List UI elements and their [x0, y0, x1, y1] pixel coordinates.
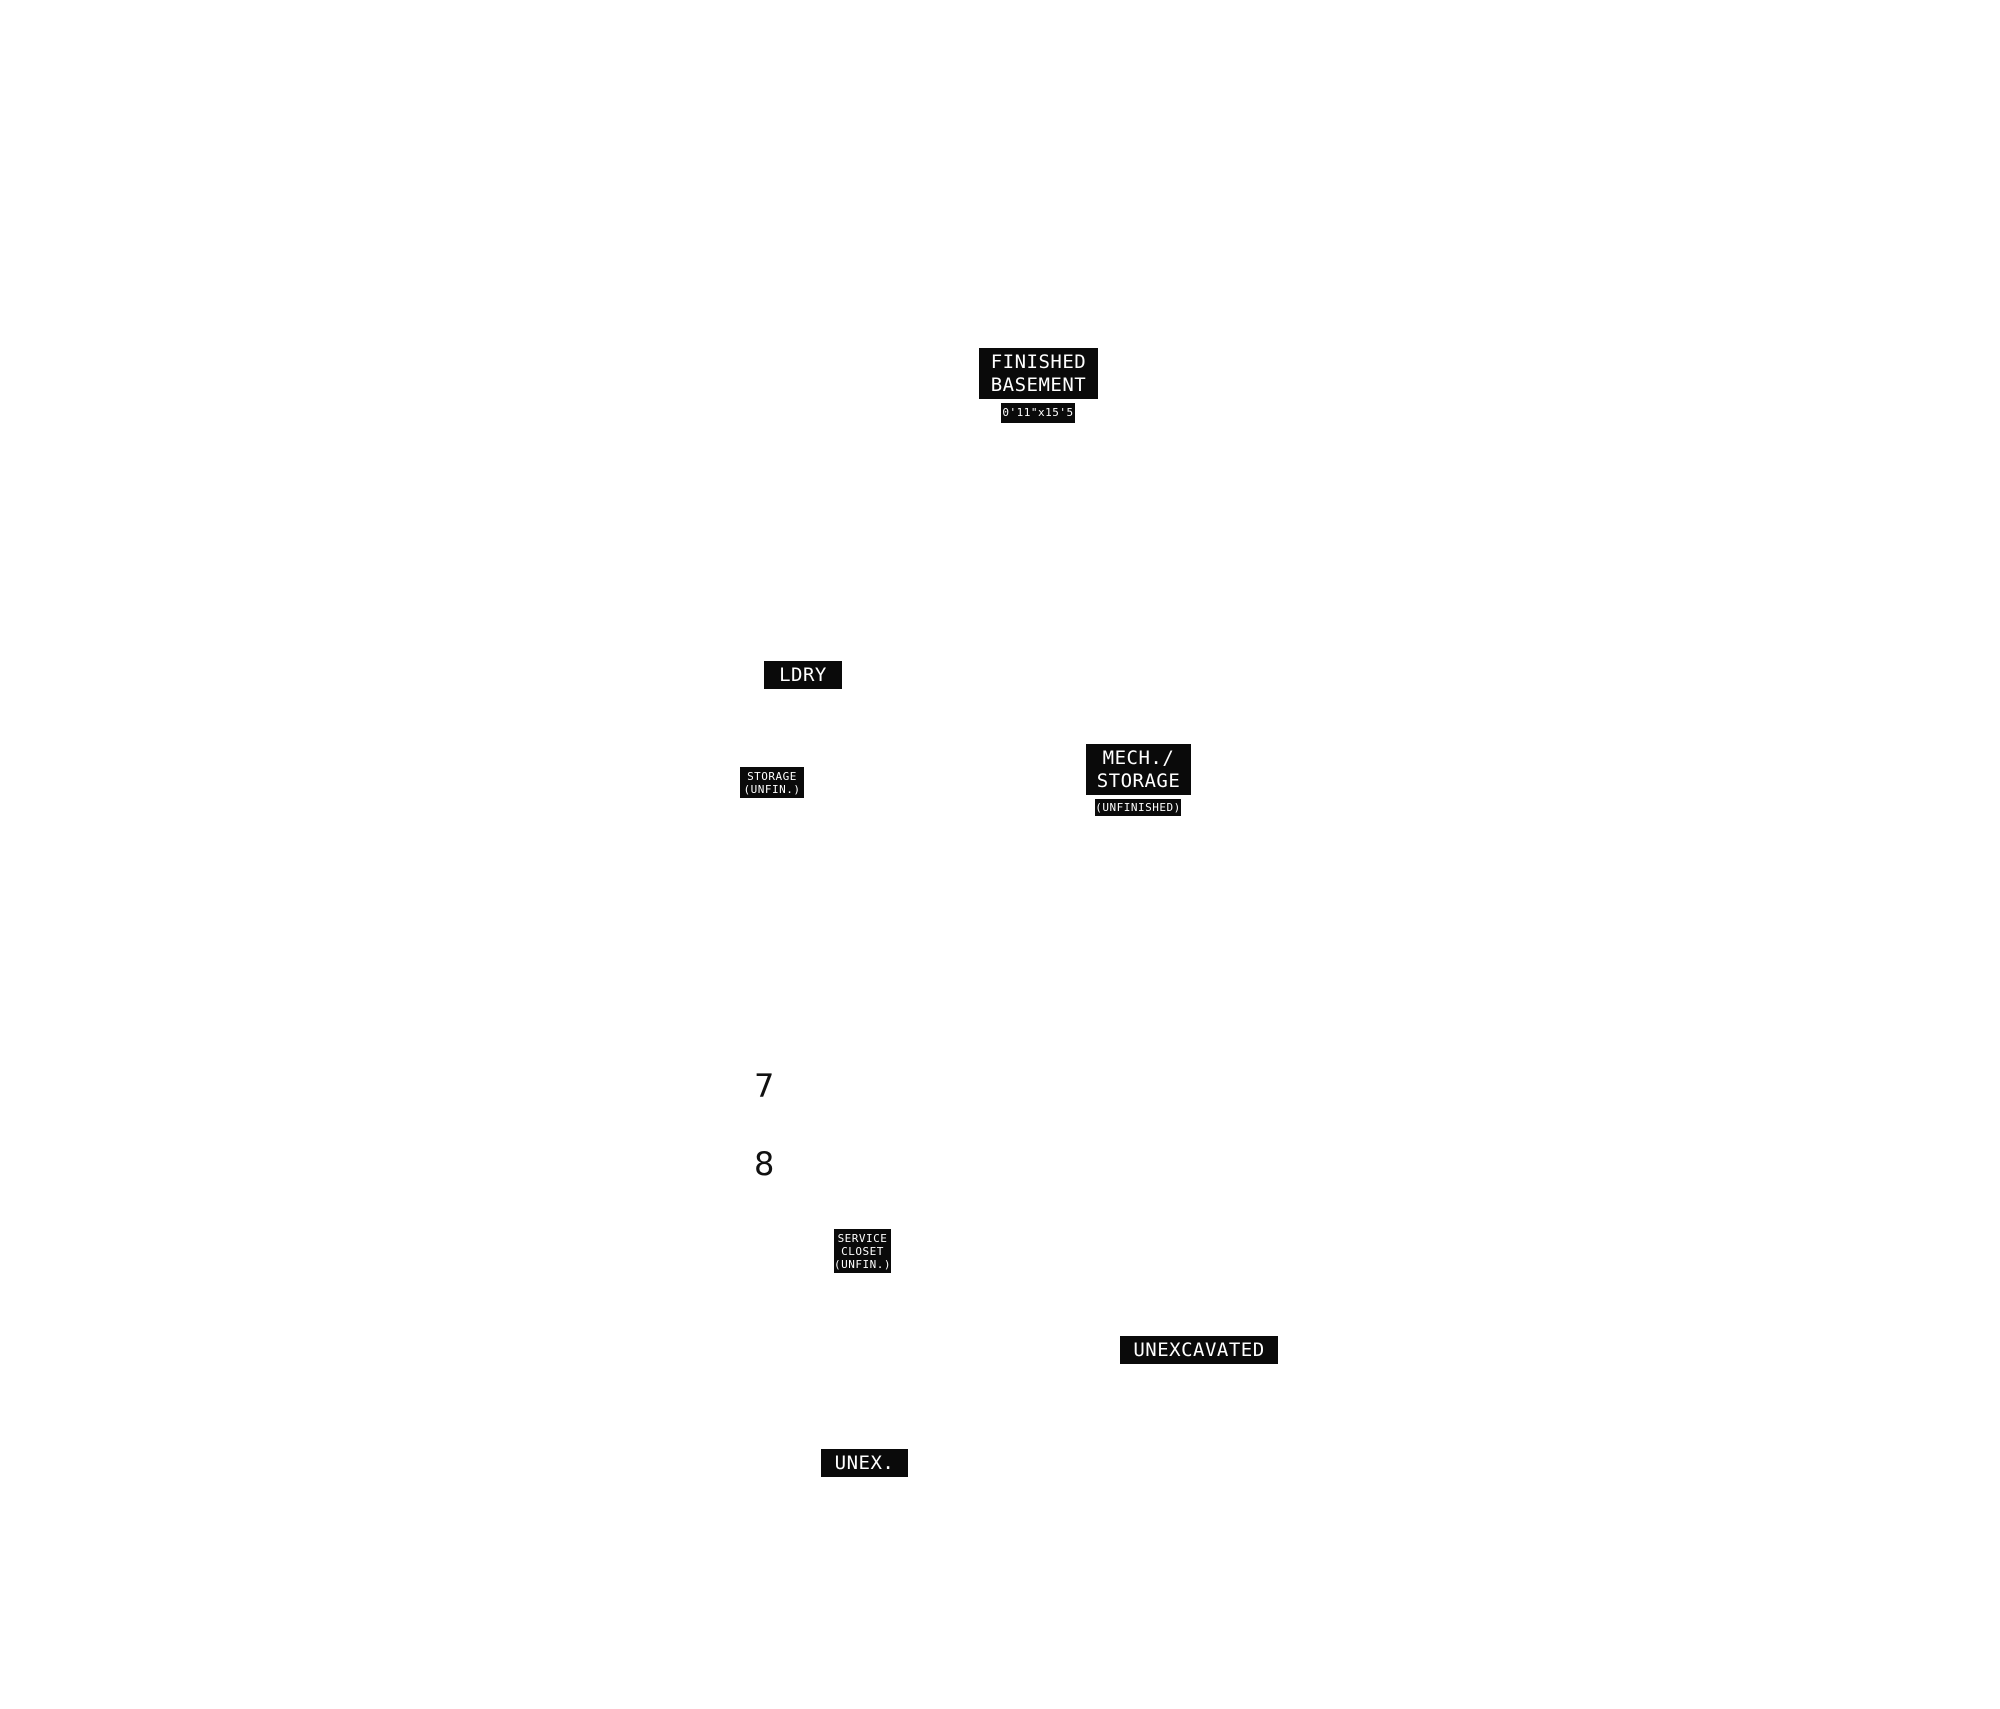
room-label-service-closet: SERVICE CLOSET (UNFIN.): [834, 1229, 891, 1273]
room-note-text: (UNFINISHED): [1095, 800, 1181, 814]
marker-number-7: 7: [754, 1067, 775, 1105]
room-name-service-closet: SERVICE CLOSET (UNFIN.): [834, 1231, 891, 1271]
room-name-finished-basement: FINISHED BASEMENT: [990, 350, 1087, 396]
room-name-laundry: LDRY: [779, 664, 827, 686]
marker-number-8: 8: [754, 1145, 775, 1183]
room-name-unexcavated: UNEXCAVATED: [1133, 1339, 1265, 1361]
dimension-text: 20'11"x15'5": [995, 406, 1081, 419]
room-label-finished-basement: FINISHED BASEMENT: [979, 348, 1098, 399]
room-name-mech-storage: MECH./ STORAGE: [1096, 746, 1181, 792]
room-label-storage: STORAGE (UNFIN.): [740, 767, 804, 798]
room-label-unex: UNEX.: [821, 1449, 908, 1477]
room-label-unexcavated: UNEXCAVATED: [1120, 1336, 1278, 1364]
room-dimensions-finished-basement: 20'11"x15'5": [995, 403, 1080, 423]
room-name-storage: STORAGE (UNFIN.): [743, 769, 801, 796]
room-note-mech-storage: (UNFINISHED): [1095, 799, 1181, 816]
room-name-unex: UNEX.: [834, 1452, 895, 1474]
room-label-laundry: LDRY: [764, 661, 842, 689]
room-label-mech-storage: MECH./ STORAGE: [1086, 744, 1191, 795]
